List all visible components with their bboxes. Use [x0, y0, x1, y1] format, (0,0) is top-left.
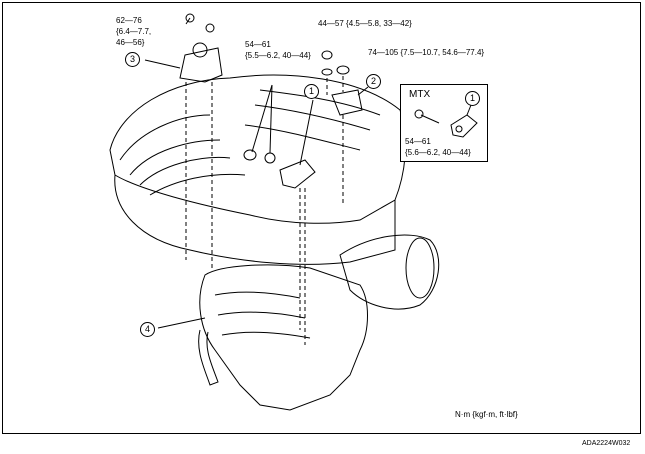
mtx-bolt-head [414, 109, 424, 119]
cylinder-head-lines [244, 89, 381, 151]
leader-4 [157, 317, 206, 329]
torque-label-nut-right: 74—105 {7.5—10.7, 54.6—77.4} [368, 48, 485, 57]
torque-label-nut-top: 44—57 {4.5—5.8, 33—42} [318, 19, 412, 28]
transmission-mount-bracket [279, 159, 316, 189]
callout-3: 3 [125, 52, 140, 67]
mount-rubber-2 [331, 89, 363, 116]
leader-top [185, 17, 191, 25]
bell-housing [339, 234, 440, 310]
torque-label-center-1: 54—61 [245, 40, 271, 49]
oil-tube [198, 329, 219, 386]
mtx-mount-part [450, 114, 478, 138]
transmission-outline [199, 264, 368, 411]
diagram-frame [2, 2, 641, 434]
engine-mount-bracket [179, 47, 223, 83]
torque-label-center-2: {5.5—6.2, 40—44} [245, 51, 311, 60]
mtx-torque-1: 54—61 [405, 137, 431, 146]
right-nut [336, 65, 350, 75]
engine-lower-body [114, 174, 396, 265]
leader-3 [144, 59, 181, 69]
bolt-center-2 [264, 152, 276, 164]
leader-2 [357, 86, 369, 96]
bolt-center-1 [243, 149, 257, 161]
torque-label-top-left-1: 62—76 [116, 16, 142, 25]
torque-label-top-left-2: {6.4—7.7, [116, 27, 152, 36]
leader-center-b [269, 84, 273, 154]
mtx-bolt-shaft [420, 114, 440, 124]
bolt-head-2 [205, 23, 215, 33]
bolt-head-1 [185, 13, 195, 23]
callout-2: 2 [366, 74, 381, 89]
intake-manifold [119, 114, 246, 196]
top-washer [321, 68, 333, 76]
callout-1: 1 [304, 84, 319, 99]
callout-4: 4 [140, 322, 155, 337]
transmission-ribs [214, 291, 311, 339]
mtx-mount-drawing [414, 104, 478, 138]
mtx-leader [466, 104, 472, 116]
units-note: N·m {kgf·m, ft·lbf} [455, 410, 518, 419]
mount-hole [192, 42, 208, 58]
mtx-callout-1: 1 [465, 91, 480, 106]
leader-center [251, 84, 273, 153]
mtx-title: MTX [409, 89, 431, 100]
alignment-lines [185, 76, 344, 345]
mtx-torque-2: {5.6—6.2, 40—44} [405, 148, 471, 157]
torque-label-top-left-3: 46—56} [116, 38, 145, 47]
engine-outline [109, 74, 406, 224]
leader-1 [299, 99, 314, 166]
mtx-inset-box: MTX 1 54—61 {5.6—6.2, 40—44} [400, 84, 488, 162]
mtx-mount-hole [455, 125, 463, 133]
figure-code: ADA2224W032 [582, 440, 631, 447]
top-nut [321, 50, 333, 60]
bell-housing-flange [405, 237, 435, 299]
